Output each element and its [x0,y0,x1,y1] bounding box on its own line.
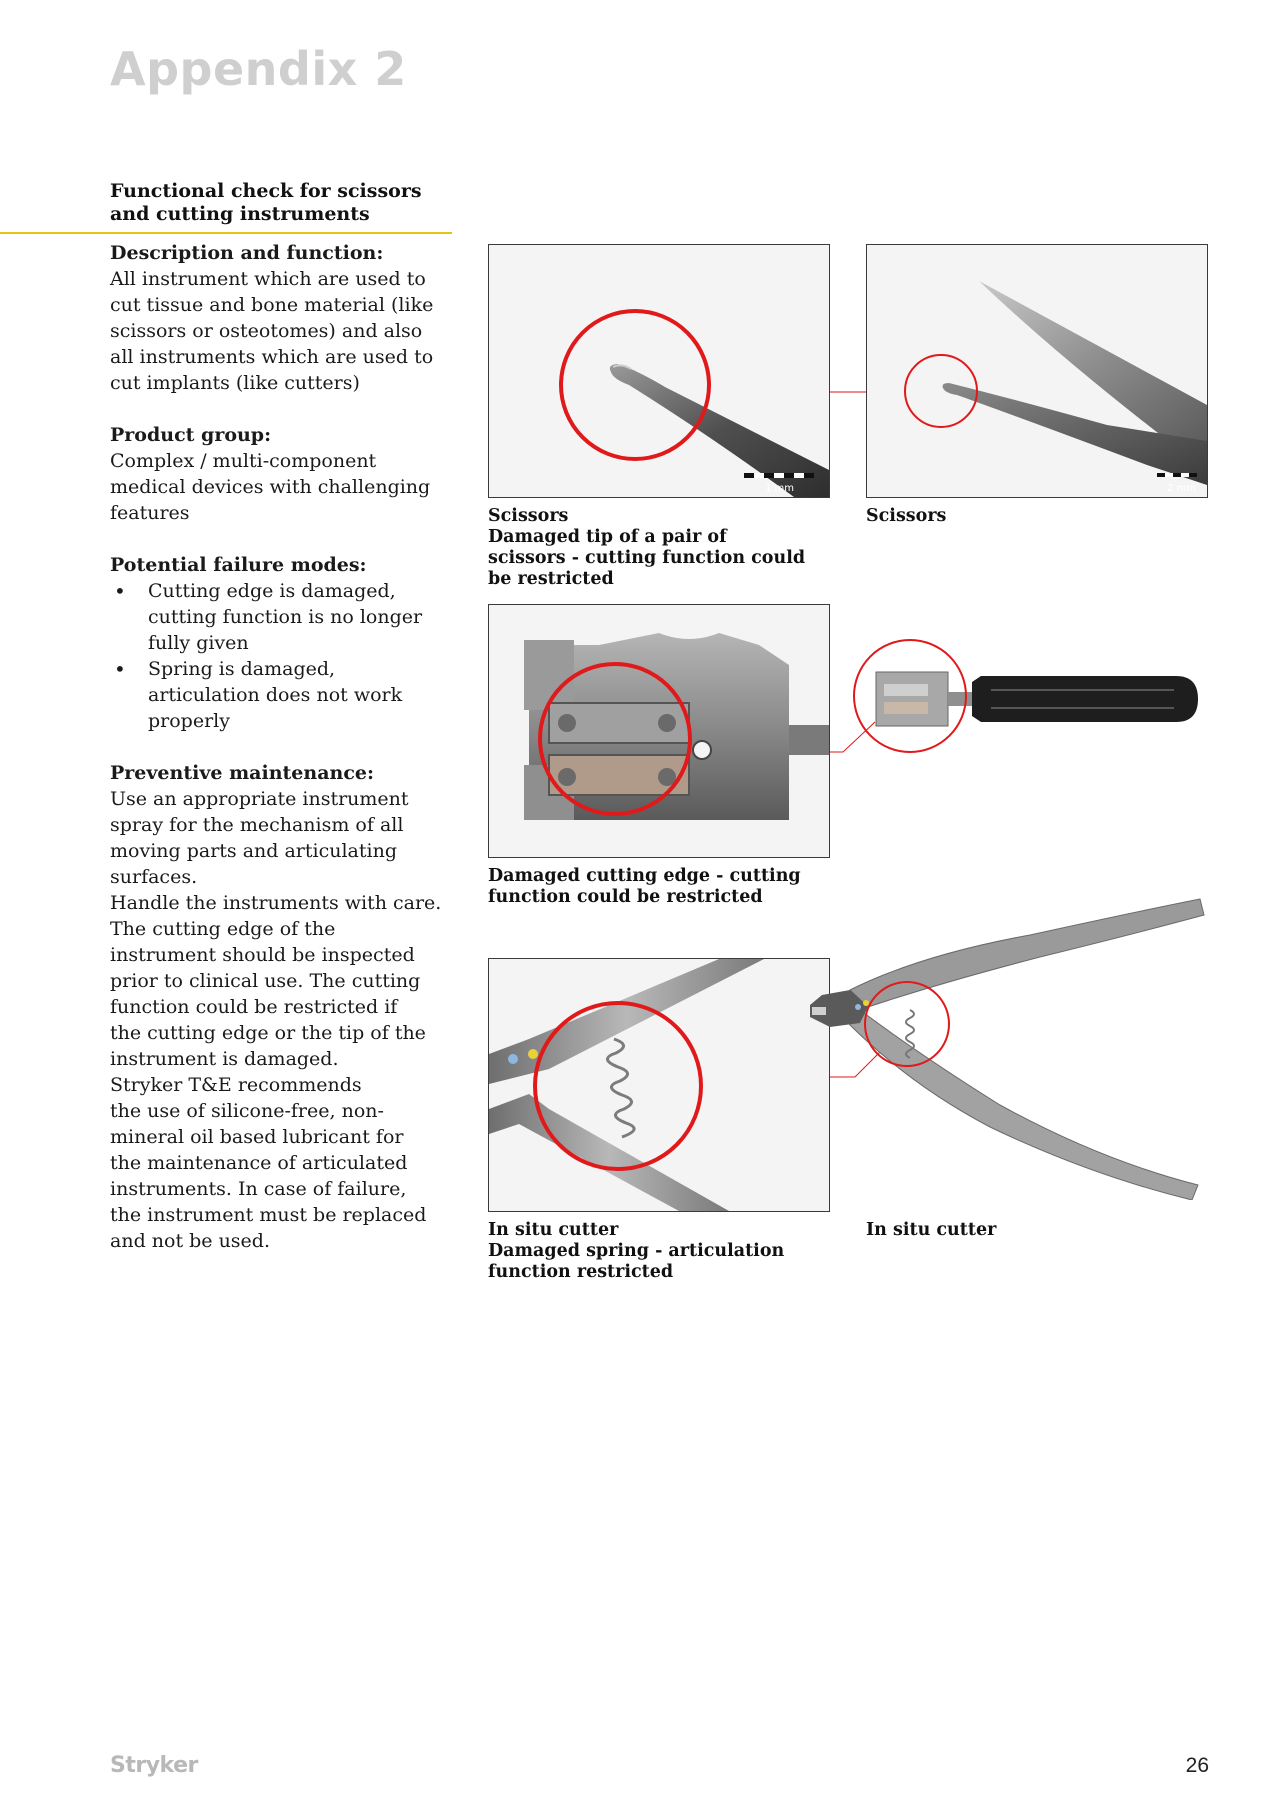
section-divider [0,232,452,234]
caption-line: be restricted [488,569,614,589]
cutter-edge-photo [488,604,830,858]
caption-line: function could be restricted [488,887,763,907]
caption-line: Damaged spring - articulation [488,1241,785,1261]
list-item-line: Spring is damaged, [148,658,336,680]
maintenance-line: Handle the instruments with care. [110,892,442,914]
highlight-circle [904,354,978,428]
insitu-spring-photo [488,958,830,1212]
caption-line: scissors - cutting function could [488,548,806,568]
maintenance-line: the use of silicone-free, non- [110,1100,384,1122]
scale-label: 2 mm [1167,483,1196,494]
product-group-heading: Product group: [110,424,272,446]
highlight-circle [533,1001,703,1171]
caption-line: Damaged cutting edge - cutting [488,866,801,886]
product-group-line: Complex / multi-component [110,450,377,472]
maintenance-line: Stryker T&E recommends [110,1074,362,1096]
maintenance-line: The cutting edge of the [110,918,336,940]
maintenance-heading: Preventive maintenance: [110,762,374,784]
list-item: • Cutting edge is damaged, cutting funct… [110,578,460,656]
caption-line: In situ cutter [866,1220,997,1240]
description-line: cut implants (like cutters) [110,372,360,394]
maintenance-line: surfaces. [110,866,198,888]
maintenance-line: instrument should be inspected [110,944,415,966]
scale-label: 1 mm [765,483,794,494]
maintenance-line: spray for the mechanism of all [110,814,404,836]
maintenance-line: prior to clinical use. The cutting [110,970,421,992]
bullet-icon: • [114,579,126,603]
figure-caption: Scissors Damaged tip of a pair of scisso… [488,506,805,590]
failure-modes-heading: Potential failure modes: [110,554,367,576]
cutter-overview-photo [846,632,1206,762]
caption-line: Scissors [488,506,569,526]
product-group-line: features [110,502,190,524]
list-item-line: fully given [148,632,249,654]
caption-line: function restricted [488,1262,674,1282]
insitu-overview-photo [800,895,1210,1200]
product-group-line: medical devices with challenging [110,476,431,498]
list-item-line: cutting function is no longer [148,606,423,628]
figure-caption: Damaged cutting edge - cutting function … [488,866,801,908]
figure-caption: Scissors [866,506,946,527]
highlight-circle [853,639,967,753]
maintenance-line: mineral oil based lubricant for [110,1126,404,1148]
maintenance-line: the maintenance of articulated [110,1152,408,1174]
figure-caption: In situ cutter [866,1220,996,1241]
maintenance-line: Use an appropriate instrument [110,788,409,810]
description-line: all instruments which are used to [110,346,434,368]
page-number: 26 [1185,1754,1209,1777]
description-heading: Description and function: [110,242,384,264]
list-item-line: articulation does not work [148,684,403,706]
maintenance-line: the instrument must be replaced [110,1204,427,1226]
failure-modes-list: • Cutting edge is damaged, cutting funct… [110,578,460,734]
scissors-overview-photo: 2 mm [866,244,1208,498]
caption-line: In situ cutter [488,1220,619,1240]
description-line: All instrument which are used to [110,268,426,290]
maintenance-line: function could be restricted if [110,996,398,1018]
figure-caption: In situ cutter Damaged spring - articula… [488,1220,784,1283]
list-item: • Spring is damaged, articulation does n… [110,656,460,734]
section-heading-line: Functional check for scissors [110,180,422,202]
page-title: Appendix 2 [110,42,407,96]
caption-line: Scissors [866,506,947,526]
maintenance-line: moving parts and articulating [110,840,397,862]
bullet-icon: • [114,657,126,681]
scissors-tip-photo: 1 mm [488,244,830,498]
maintenance-line: the cutting edge or the tip of the [110,1022,426,1044]
description-line: cut tissue and bone material (like [110,294,434,316]
highlight-circle [559,309,711,461]
section-heading-line: and cutting instruments [110,203,370,225]
maintenance-line: and not be used. [110,1230,270,1252]
caption-line: Damaged tip of a pair of [488,527,727,547]
maintenance-line: instruments. In case of failure, [110,1178,407,1200]
brand-logo: Stryker [110,1753,198,1778]
list-item-line: properly [148,710,230,732]
highlight-circle [538,662,692,816]
maintenance-line: instrument is damaged. [110,1048,339,1070]
section-heading: Functional check for scissors and cuttin… [110,180,440,226]
list-item-line: Cutting edge is damaged, [148,580,396,602]
description-line: scissors or osteotomes) and also [110,320,423,342]
highlight-circle [864,981,950,1067]
left-text-column: Description and function: All instrument… [110,240,460,1254]
